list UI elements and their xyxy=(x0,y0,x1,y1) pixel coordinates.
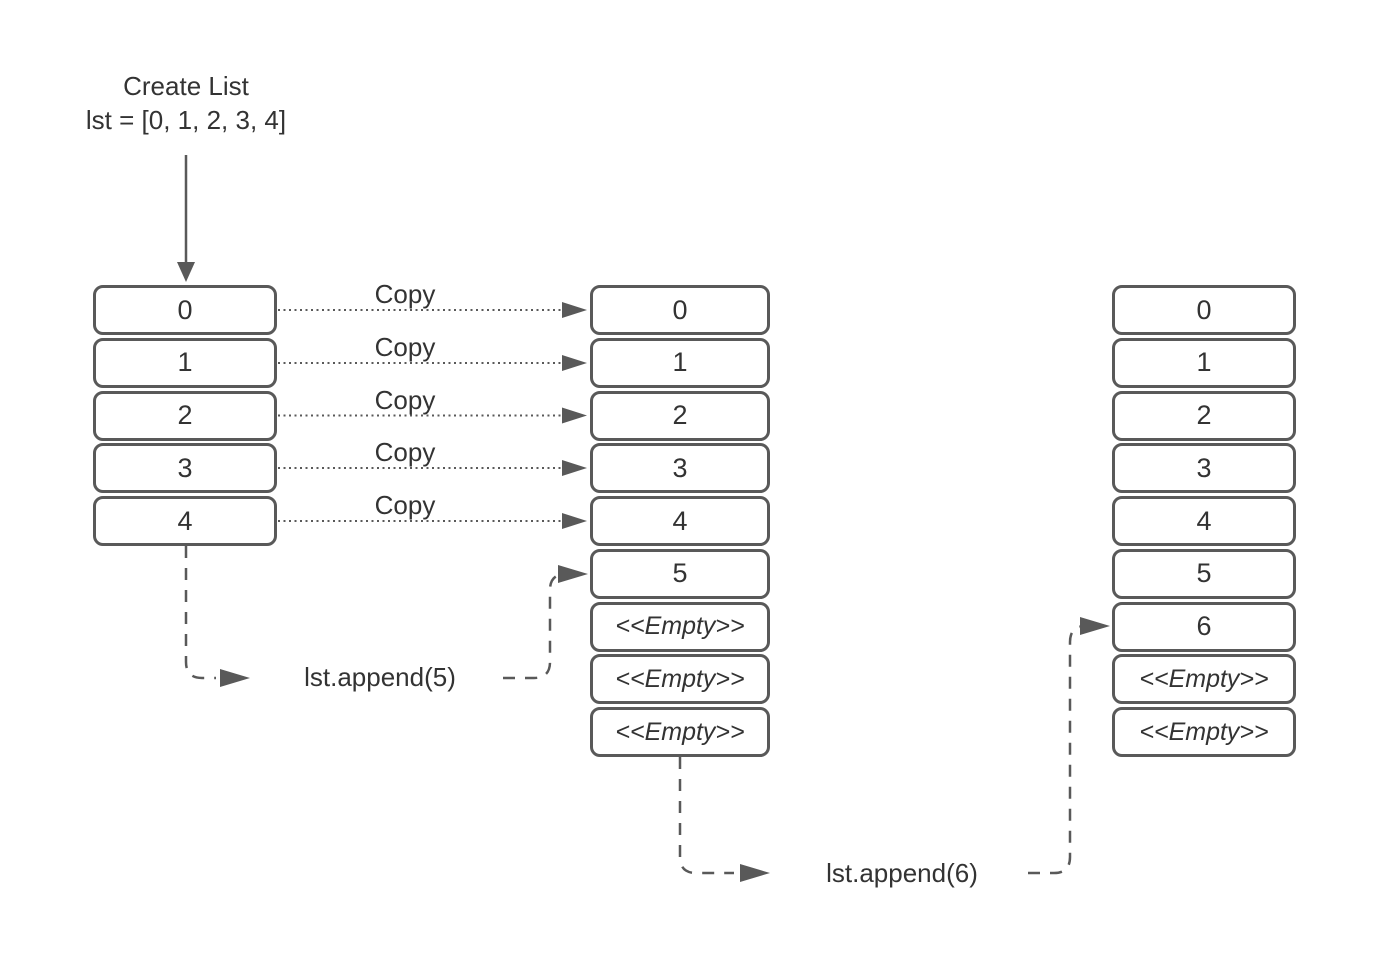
list-cell: 3 xyxy=(93,443,277,494)
empty-list-cell: <<Empty>> xyxy=(590,707,770,757)
list-cell: 1 xyxy=(1112,337,1296,388)
empty-list-cell: <<Empty>> xyxy=(590,654,770,705)
append5-arrow-to-cell-icon xyxy=(503,565,588,680)
original-list-column: 0 1 2 3 4 xyxy=(93,285,277,549)
list-cell: 6 xyxy=(1112,601,1296,652)
list-cell: 5 xyxy=(590,548,770,599)
list-cell: 2 xyxy=(590,390,770,441)
list-cell: 3 xyxy=(1112,443,1296,494)
list-cell: 2 xyxy=(1112,390,1296,441)
copy-arrow-label: Copy xyxy=(374,385,436,415)
create-list-code: lst = [0, 1, 2, 3, 4] xyxy=(85,105,287,135)
list-cell: 1 xyxy=(93,337,277,388)
list-cell: 4 xyxy=(590,496,770,546)
empty-list-cell: <<Empty>> xyxy=(1112,707,1296,757)
create-list-arrow-icon xyxy=(177,155,195,282)
create-list-title: Create List xyxy=(123,71,249,101)
append6-arrow-to-cell-icon xyxy=(1028,617,1110,875)
copy-arrow-label: Copy xyxy=(374,437,436,467)
list-cell: 5 xyxy=(1112,548,1296,599)
append6-operation-label: lst.append(6) xyxy=(826,858,978,888)
append5-operation-label: lst.append(5) xyxy=(304,662,456,692)
list-cell: 3 xyxy=(590,443,770,494)
list-cell: 4 xyxy=(93,496,277,546)
list-after-append6-column: 0 1 2 3 4 5 6 <<Empty>> <<Empty>> xyxy=(1112,285,1296,760)
append5-arrow-from-list-icon xyxy=(184,546,250,687)
list-cell: 0 xyxy=(1112,285,1296,335)
list-cell: 0 xyxy=(590,285,770,335)
empty-list-cell: <<Empty>> xyxy=(590,601,770,652)
list-cell: 0 xyxy=(93,285,277,335)
append6-arrow-from-list-icon xyxy=(678,757,770,882)
list-after-append5-column: 0 1 2 3 4 5 <<Empty>> <<Empty>> <<Empty>… xyxy=(590,285,770,760)
copy-arrow-label: Copy xyxy=(374,279,436,309)
list-cell: 4 xyxy=(1112,496,1296,546)
list-cell: 2 xyxy=(93,390,277,441)
empty-list-cell: <<Empty>> xyxy=(1112,654,1296,705)
copy-arrow-label: Copy xyxy=(374,332,436,362)
list-cell: 1 xyxy=(590,337,770,388)
copy-arrow-label: Copy xyxy=(374,490,436,520)
